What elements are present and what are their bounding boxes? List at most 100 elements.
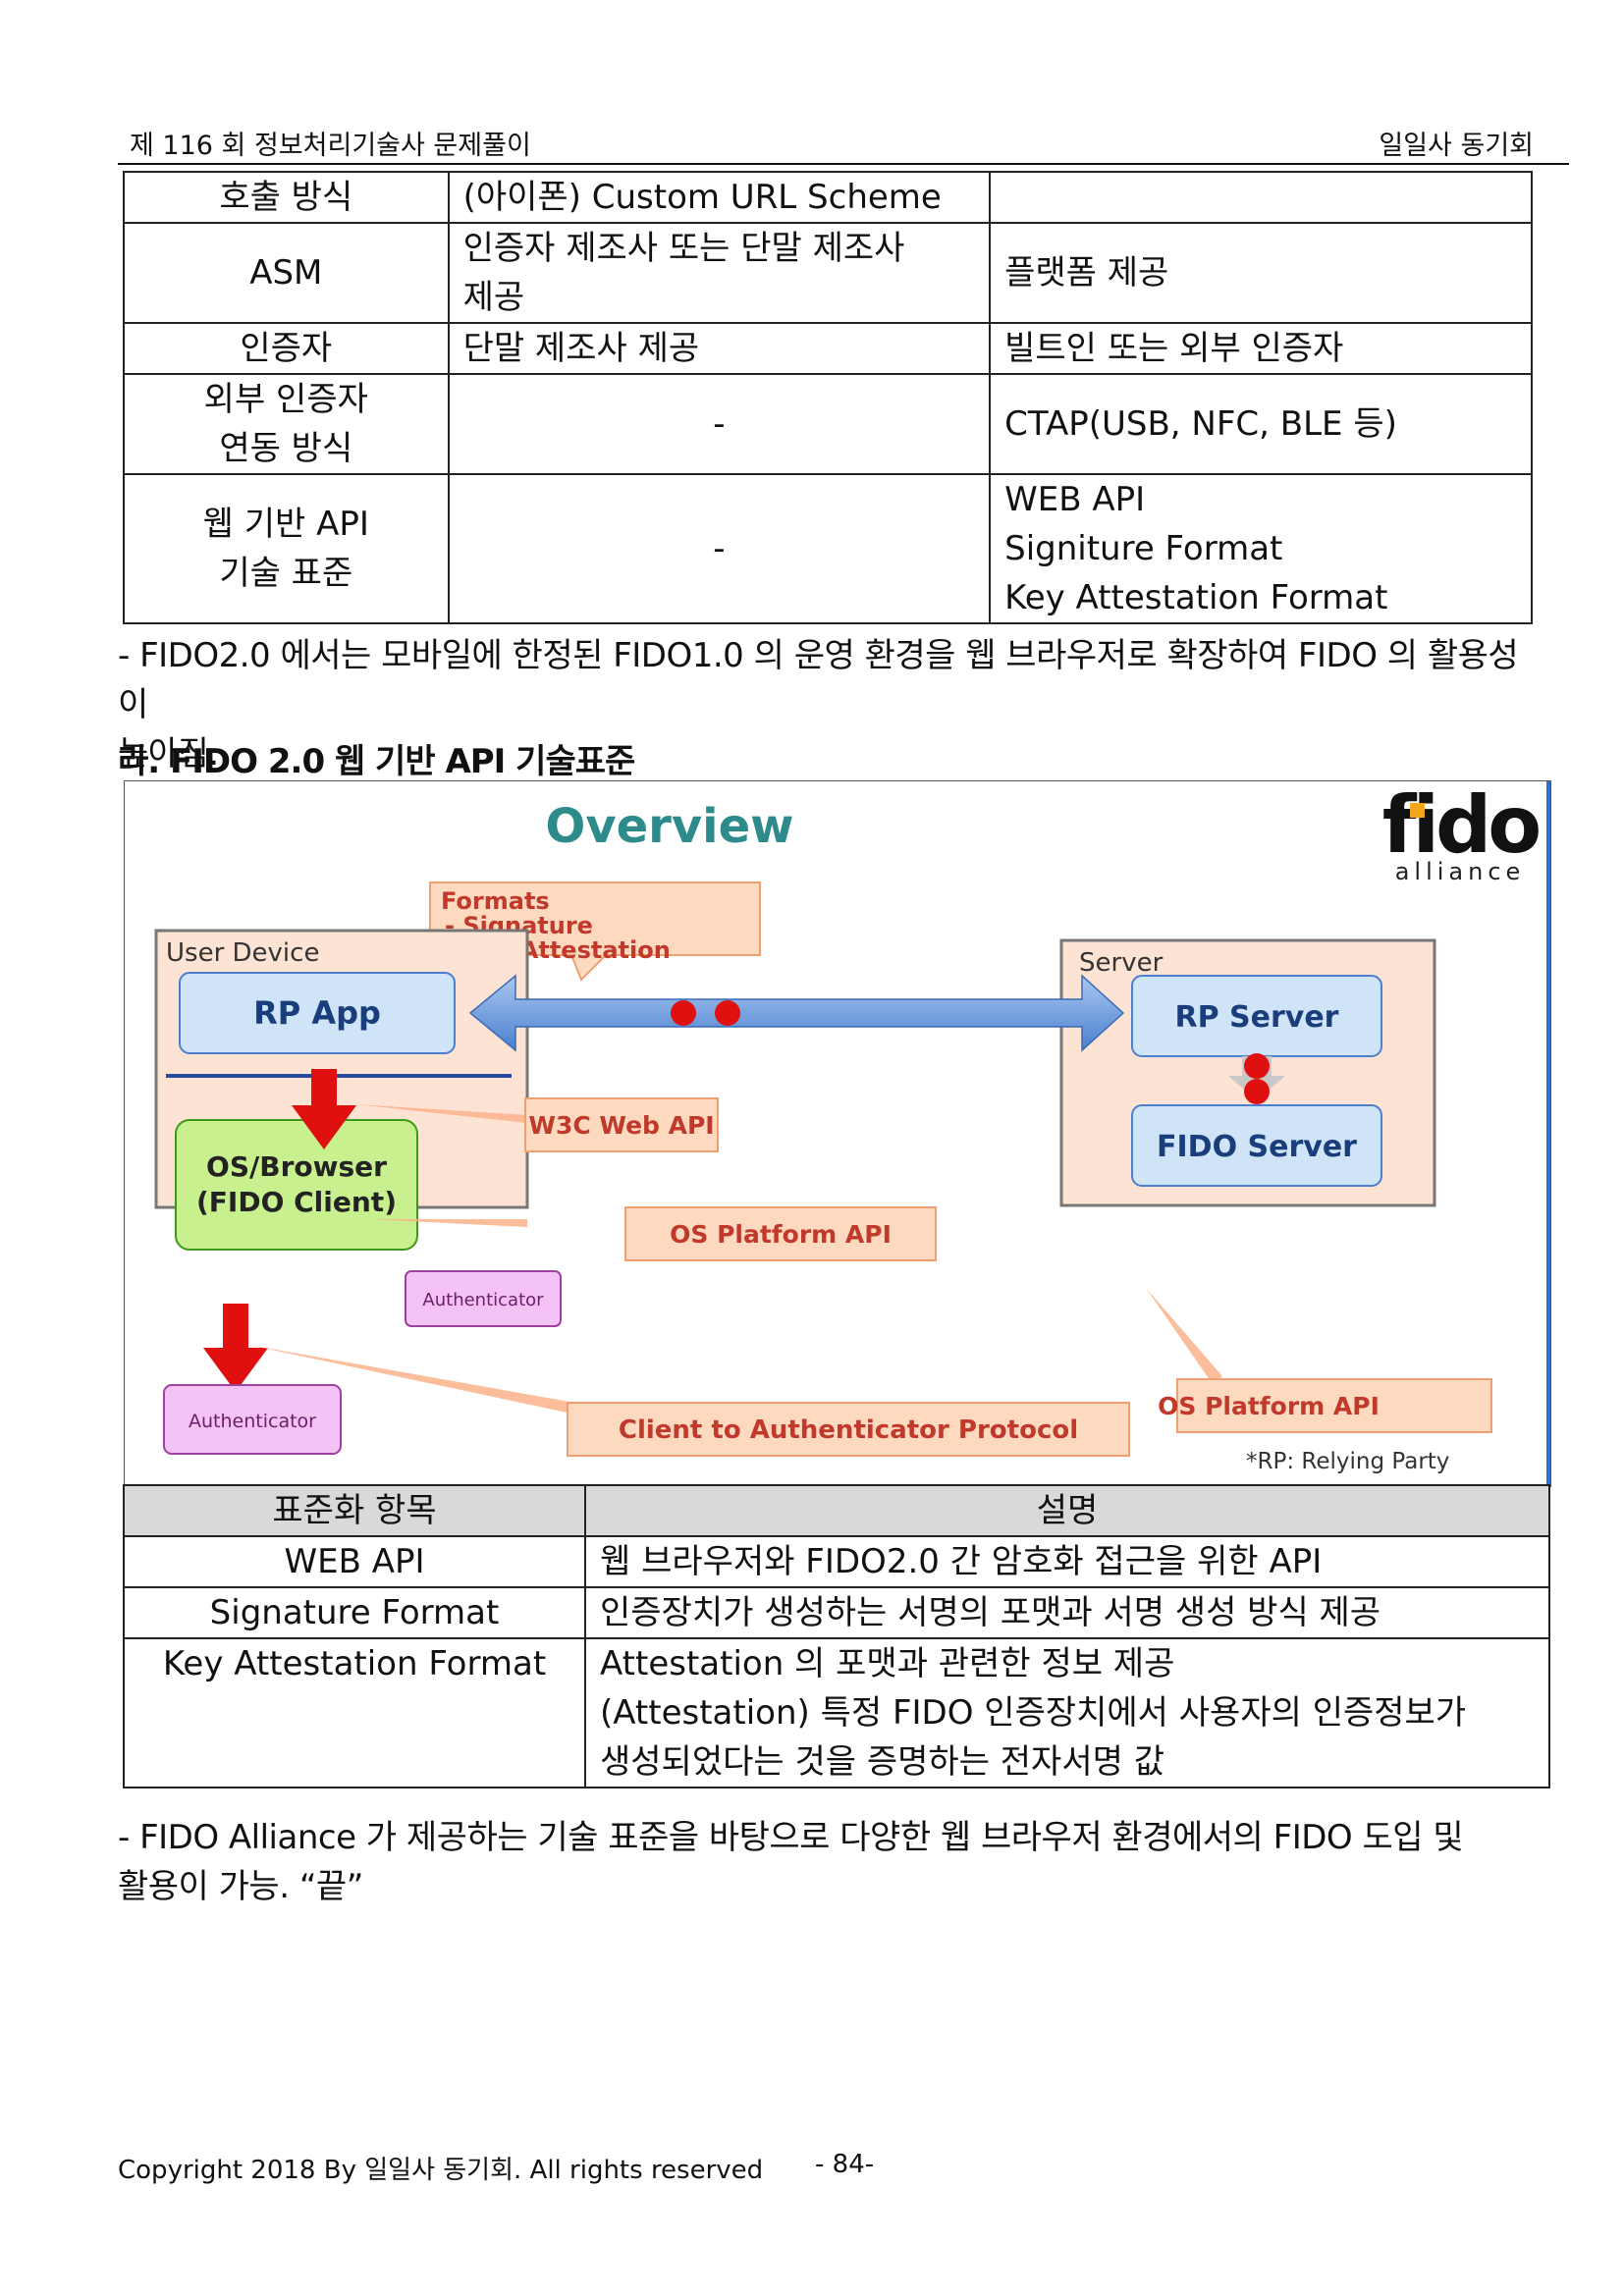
logo-dot <box>1410 803 1425 818</box>
desc-cell: Attestation 의 포맷과 관련한 정보 제공 (Attestation… <box>584 1637 1550 1789</box>
label-line: 웹 기반 API <box>202 505 369 544</box>
item-cell: Signature Format <box>123 1586 586 1639</box>
figure-edge <box>1546 781 1550 1486</box>
cell-line: Signiture Format <box>1004 529 1283 568</box>
callout-shape <box>567 1402 1130 1457</box>
section-heading: 라. FIDO 2.0 웹 기반 API 기술표준 <box>118 742 635 781</box>
cell-line: Key Attestation Format <box>1004 578 1388 617</box>
logo-mark: fido <box>1382 781 1539 871</box>
cell: 빌트인 또는 외부 인증자 <box>989 322 1533 375</box>
page-number: - 84- <box>815 2150 875 2179</box>
row-label: 웹 기반 API 기술 표준 <box>123 473 450 624</box>
logo-subtitle: alliance <box>1395 858 1526 885</box>
fido-overview-diagram: Overview fido alliance Formats - Signatu… <box>124 780 1551 1487</box>
label-line: 기술 표준 <box>219 554 353 593</box>
fido-server-box <box>1131 1104 1382 1187</box>
header-title: 제 116 회 정보처리기술사 문제풀이 <box>130 131 531 161</box>
callout-shape <box>624 1206 937 1261</box>
cell-line: WEB API <box>1004 480 1146 519</box>
os-platform-api-callout-2: OS Platform API <box>1158 1378 1492 1433</box>
authenticator-outer-label: Authenticator <box>189 1411 316 1432</box>
standards-table: 표준화 항목 설명 WEB API 웹 브라우저와 FIDO2.0 간 암호화 … <box>123 1484 1550 1789</box>
os-browser-box <box>175 1119 418 1251</box>
rp-app-box <box>179 972 456 1054</box>
cell <box>989 171 1533 224</box>
w3c-web-api-label: W3C Web API <box>528 1111 714 1140</box>
comparison-table: 호출 방식 (아이폰) Custom URL Scheme ASM 인증자 제조… <box>123 171 1533 624</box>
row-label: 외부 인증자 연동 방식 <box>123 373 450 475</box>
authenticator-outer-box <box>163 1384 342 1455</box>
desc-line: 생성되었다는 것을 증명하는 전자서명 값 <box>600 1742 1164 1782</box>
desc-cell: 웹 브라우저와 FIDO2.0 간 암호화 접근을 위한 API <box>584 1535 1550 1588</box>
table-row: 호출 방식 (아이폰) Custom URL Scheme <box>123 171 1533 224</box>
fido-alliance-logo: fido alliance <box>1382 781 1543 885</box>
os-browser-label: OS/Browser <box>206 1150 387 1183</box>
user-device-box: User Device RP App OS/Browser (FIDO Clie… <box>154 929 562 1327</box>
cell: (아이폰) Custom URL Scheme <box>447 171 992 224</box>
red-arrow-down <box>292 1069 356 1149</box>
paragraph-line: - FIDO Alliance 가 제공하는 기술 표준을 바탕으로 다양한 웹… <box>118 1818 1464 1857</box>
label-line: 연동 방식 <box>219 429 353 468</box>
table-row: Key Attestation Format Attestation 의 포맷과… <box>123 1637 1550 1789</box>
table-header-row: 표준화 항목 설명 <box>123 1484 1550 1537</box>
red-dot <box>715 1000 740 1026</box>
cell: 플랫폼 제공 <box>989 222 1533 324</box>
label-line: 외부 인증자 <box>203 380 368 419</box>
os-api-pointer-2 <box>1146 1288 1222 1384</box>
row-label: 인증자 <box>123 322 450 375</box>
red-arrow-down <box>203 1304 268 1392</box>
rp-server-label: RP Server <box>1175 1000 1339 1035</box>
client-protocol-label: Client to Authenticator Protocol <box>619 1415 1078 1445</box>
desc-line: (Attestation) 특정 FIDO 인증장치에서 사용자의 인증정보가 <box>600 1693 1467 1733</box>
desc-cell: 인증장치가 생성하는 서명의 포맷과 서명 생성 방식 제공 <box>584 1586 1550 1639</box>
table-row: ASM 인증자 제조사 또는 단말 제조사 제공 플랫폼 제공 <box>123 222 1533 324</box>
row-label: ASM <box>123 222 450 324</box>
cell: 인증자 제조사 또는 단말 제조사 제공 <box>447 222 992 324</box>
user-device-label: User Device <box>166 938 319 968</box>
table-row: 외부 인증자 연동 방식 - CTAP(USB, NFC, BLE 등) <box>123 373 1533 475</box>
fido-server-label: FIDO Server <box>1157 1130 1357 1164</box>
table-row: WEB API 웹 브라우저와 FIDO2.0 간 암호화 접근을 위한 API <box>123 1535 1550 1588</box>
paragraph: - FIDO2.0 에서는 모바일에 한정된 FIDO1.0 의 운영 환경을 … <box>118 631 1532 778</box>
red-dot <box>1244 1079 1270 1104</box>
os-browser-label: (FIDO Client) <box>196 1186 397 1218</box>
table-row: 인증자 단말 제조사 제공 빌트인 또는 외부 인증자 <box>123 322 1533 375</box>
paragraph: - FIDO Alliance 가 제공하는 기술 표준을 바탕으로 다양한 웹… <box>118 1813 1551 1911</box>
server-box: Server RP Server FIDO Server <box>1059 938 1436 1207</box>
cell: 단말 제조사 제공 <box>447 322 992 375</box>
header-rule <box>118 163 1569 165</box>
cell: - <box>447 473 992 624</box>
cell: - <box>447 373 992 475</box>
table-row: Signature Format 인증장치가 생성하는 서명의 포맷과 서명 생… <box>123 1586 1550 1639</box>
server-label: Server <box>1079 948 1164 978</box>
os-platform-api-callout-1: OS Platform API <box>624 1206 937 1261</box>
column-header: 설명 <box>584 1484 1550 1537</box>
table-row: 웹 기반 API 기술 표준 - WEB API Signiture Forma… <box>123 473 1533 624</box>
os-platform-api-label: OS Platform API <box>670 1220 892 1249</box>
red-dot <box>671 1000 696 1026</box>
rp-note: *RP: Relying Party <box>1246 1449 1449 1474</box>
cell-line: 제공 <box>462 278 525 317</box>
column-header: 표준화 항목 <box>123 1484 586 1537</box>
cell: WEB API Signiture Format Key Attestation… <box>989 473 1533 624</box>
client-protocol-callout: Client to Authenticator Protocol <box>567 1402 1130 1457</box>
diagram-title: Overview <box>546 799 794 854</box>
paragraph-line: 높아짐. <box>118 734 219 774</box>
copyright-text: Copyright 2018 By 일일사 동기회. All rights re… <box>118 2156 764 2185</box>
os-api-pointer <box>368 1219 527 1227</box>
os-platform-api-label: OS Platform API <box>1158 1392 1380 1420</box>
w3c-web-api-callout: W3C Web API <box>524 1097 719 1152</box>
row-label: 호출 방식 <box>123 171 450 224</box>
bidirectional-arrow <box>468 974 1125 1052</box>
header-group: 일일사 동기회 <box>1379 131 1534 161</box>
callout-shape <box>524 1097 719 1152</box>
w3c-pointer <box>356 1104 527 1123</box>
page-footer: Copyright 2018 By 일일사 동기회. All rights re… <box>118 2150 874 2186</box>
diagram-canvas: Overview fido alliance Formats - Signatu… <box>154 781 1543 1474</box>
authenticator-inner-label: Authenticator <box>422 1290 544 1310</box>
authenticator-inner-box <box>405 1270 562 1327</box>
item-cell: Key Attestation Format <box>123 1637 586 1789</box>
protocol-pointer <box>248 1345 586 1415</box>
callout-line: Formats <box>441 887 550 915</box>
cell-line: 인증자 제조사 또는 단말 제조사 <box>462 229 905 268</box>
